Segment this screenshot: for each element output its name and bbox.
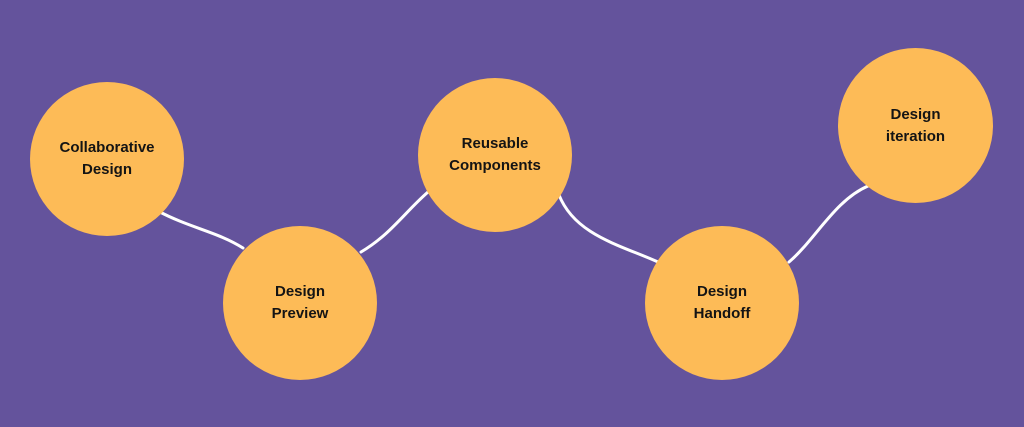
node-design-handoff: Design Handoff [645, 226, 799, 380]
node-collaborative-design: Collaborative Design [30, 82, 184, 236]
node-label: Design Preview [271, 283, 329, 322]
connector-3-4 [557, 193, 660, 264]
node-design-preview: Design Preview [223, 226, 377, 380]
node-label: Design iteration [885, 105, 946, 145]
node-reusable-components: Reusable Components [418, 78, 572, 232]
node-label: Collaborative Design [59, 139, 155, 178]
connector-1-2 [156, 209, 245, 250]
connector-4-5 [787, 184, 870, 264]
connector-2-3 [359, 190, 430, 254]
node-label: Design Handoff [693, 283, 751, 322]
node-label: Reusable Components [449, 135, 541, 174]
node-design-iteration: Design iteration [838, 48, 993, 203]
